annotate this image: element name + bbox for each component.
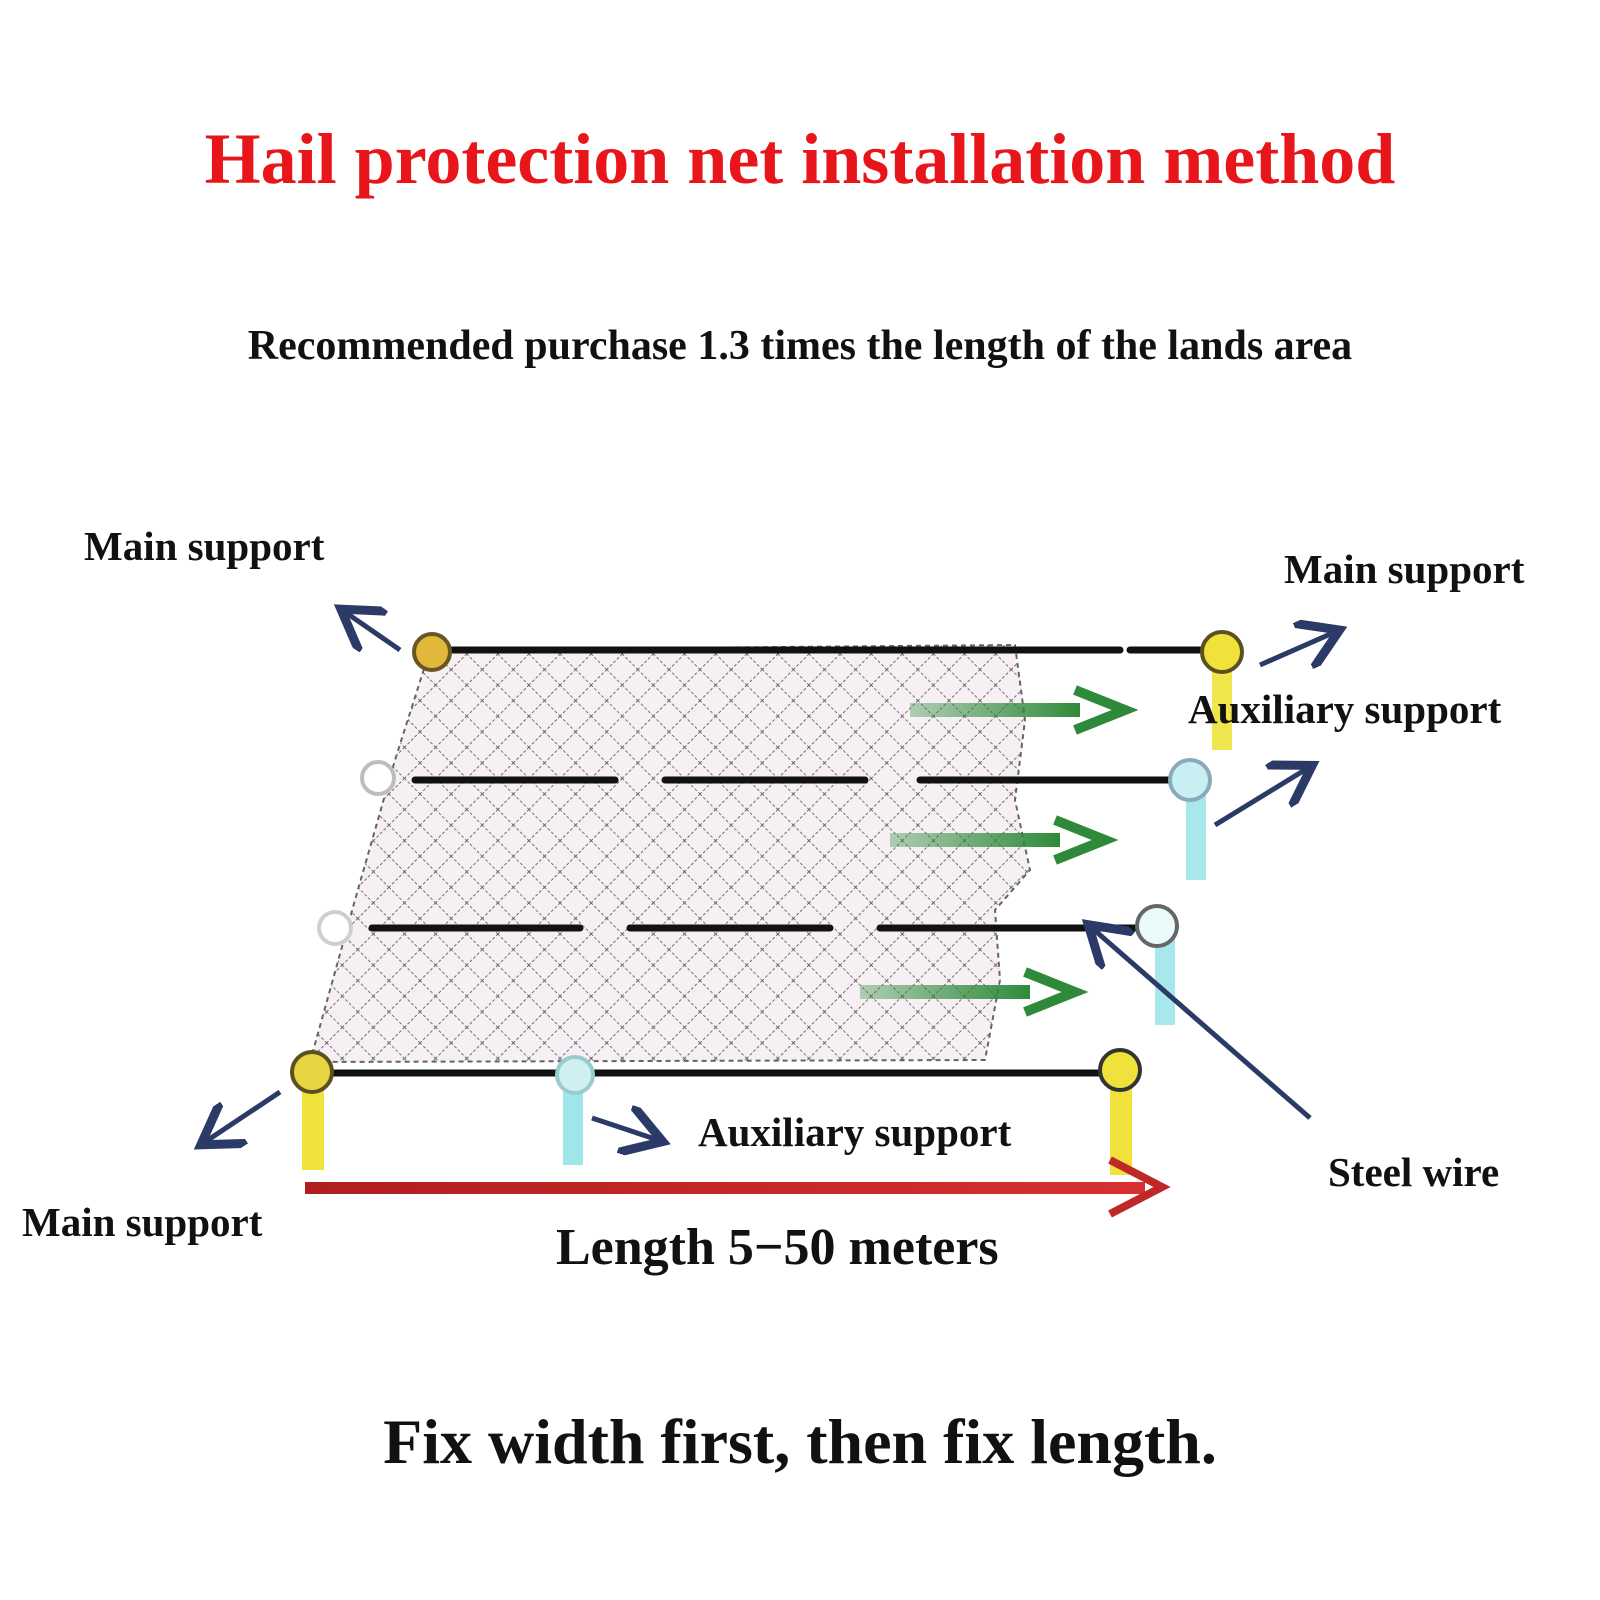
aux-support-head-l3 bbox=[317, 910, 353, 946]
pointer-arrow-bl bbox=[205, 1089, 282, 1142]
main-support-post-br bbox=[1110, 1080, 1132, 1175]
label-main-support-top-right: Main support bbox=[1284, 546, 1525, 592]
aux-support-head-l2 bbox=[360, 760, 396, 796]
pointer-arrows bbox=[205, 612, 1335, 1142]
page-subtitle: Recommended purchase 1.3 times the lengt… bbox=[247, 323, 1353, 369]
label-main-support-bottom-left: Main support bbox=[22, 1199, 263, 1245]
main-support-head-tl bbox=[412, 632, 452, 672]
aux-support-head-r3 bbox=[1135, 904, 1179, 948]
label-auxiliary-support-bottom: Auxiliary support bbox=[698, 1109, 1012, 1155]
footer-instruction: Fix width first, then fix length. bbox=[383, 1406, 1217, 1477]
main-support-post-bl bbox=[302, 1075, 324, 1170]
steel-wires bbox=[311, 646, 1224, 1077]
pull-arrow-2 bbox=[890, 815, 1119, 865]
pointer-arrow-tr bbox=[1258, 632, 1335, 665]
aux-support-post-r2 bbox=[1155, 935, 1175, 1025]
pull-arrow-3 bbox=[860, 967, 1089, 1017]
label-main-support-top-left: Main support bbox=[84, 523, 325, 569]
main-support-head-br bbox=[1098, 1048, 1142, 1092]
pointer-arrow-b bbox=[591, 1118, 658, 1140]
pointer-arrow-r2 bbox=[1213, 768, 1308, 828]
aux-support-post-b bbox=[563, 1080, 583, 1165]
pointer-arrow-steel bbox=[1092, 928, 1312, 1120]
length-arrow bbox=[305, 1156, 1171, 1218]
pointer-arrow-tl bbox=[345, 612, 402, 650]
page-title: Hail protection net installation method bbox=[204, 119, 1396, 199]
label-length: Length 5−50 meters bbox=[556, 1219, 999, 1276]
aux-support-post-r1 bbox=[1186, 790, 1206, 880]
main-support-post-tr bbox=[1212, 655, 1232, 750]
support-heads bbox=[290, 630, 1244, 1095]
pull-direction-arrows bbox=[860, 685, 1139, 1017]
supports bbox=[302, 655, 1232, 1175]
main-support-head-bl bbox=[290, 1050, 334, 1094]
label-steel-wire: Steel wire bbox=[1328, 1149, 1500, 1195]
pull-arrow-1 bbox=[910, 685, 1139, 735]
main-support-head-tr bbox=[1200, 630, 1244, 674]
aux-support-head-r2 bbox=[1168, 758, 1212, 802]
aux-support-head-b bbox=[555, 1055, 595, 1095]
label-auxiliary-support-right: Auxiliary support bbox=[1188, 686, 1502, 732]
